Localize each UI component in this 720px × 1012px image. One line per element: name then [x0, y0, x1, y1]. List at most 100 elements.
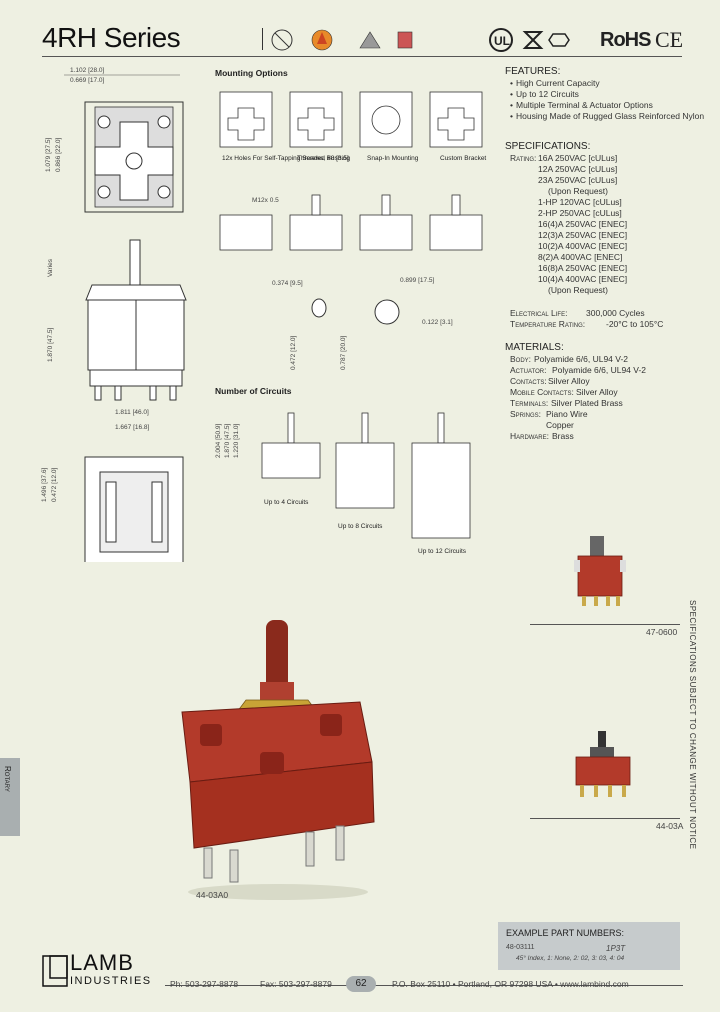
dim-shaft-d: 0.787 [20.0]: [340, 335, 347, 370]
material-value: Silver Alloy: [548, 376, 590, 386]
switch-dimension-drawings: 1.102 [28.0] 0.669 [17.0] 1.079 [27.5] 0…: [41, 67, 187, 562]
example-title: EXAMPLE PART NUMBERS:: [506, 928, 625, 938]
rating-value: 16(8)A 250VAC [ENEC]: [538, 263, 628, 273]
rating-value: 2-HP 250VAC [cULus]: [538, 208, 622, 218]
temp-label: Temperature Rating:: [510, 319, 586, 329]
rating-value: 10(4)A 400VAC [ENEC]: [538, 274, 628, 284]
rating-value: 16(4)A 250VAC [ENEC]: [538, 219, 628, 229]
feature-item: Multiple Terminal & Actuator Options: [510, 100, 710, 111]
footer-fax: Fax: 503-297-8879: [260, 979, 332, 989]
features-title: FEATURES:: [505, 66, 561, 77]
part-label-44-03A: 44-03A: [656, 821, 684, 831]
dim-side-width: 1.811 [46.0]: [115, 409, 149, 416]
rohs-mark: RoHS: [600, 29, 651, 51]
rating-value: 23A 250VAC [cULus]: [538, 175, 618, 185]
dim-circuits-b: 1.870 [47.5]: [224, 423, 231, 458]
example-description: 45° Index, 1: None, 2: 02, 3: 03, 4: 04: [516, 955, 625, 962]
mounting-options-drawings: 12x Holes For Self-Tapping Screws, #8 [3…: [219, 91, 486, 326]
shaft-vertical-dims: 0.472 [12.0] 0.787 [20.0]: [290, 335, 347, 370]
dim-shaft-c: 0.472 [12.0]: [290, 335, 297, 370]
dim-shaft-flat: 0.122 [3.1]: [422, 319, 453, 326]
material-label: Actuator:: [510, 365, 547, 375]
logo-industries-text: INDUSTRIES: [70, 975, 152, 987]
certification-logos: UL RoHS CE: [270, 24, 690, 54]
rotary-tab-label: Rotary: [3, 766, 12, 792]
material-label: Body:: [510, 354, 532, 364]
temp-value: -20°C to 105°C: [606, 319, 664, 329]
part-label-47-0600: 47-0600: [646, 627, 678, 637]
rating-label: Rating:: [510, 153, 537, 163]
rating-value: (Upon Request): [548, 285, 609, 295]
thread-label: M12x 0.5: [252, 197, 279, 204]
dim-top-height-inner: 0.866 [22.0]: [55, 137, 62, 172]
material-value: Silver Alloy: [576, 387, 618, 397]
caption-snap-in: Snap-In Mounting: [367, 155, 419, 162]
rating-value: 10(2)A 400VAC [ENEC]: [538, 241, 628, 251]
cert-icons: [271, 29, 413, 51]
feature-item: Up to 12 Circuits: [510, 89, 710, 100]
footer-phone: Ph: 503-297-8878: [170, 979, 239, 989]
material-value: Polyamide 6/6, UL94 V-2: [534, 354, 629, 364]
caption-8-circuits: Up to 8 Circuits: [338, 523, 383, 530]
circuits-drawings: 2.004 [50.9] 1.870 [47.5] 1.220 [31.0] U…: [215, 412, 471, 555]
header-separator: [262, 28, 263, 50]
material-label: Terminals:: [510, 398, 549, 408]
dim-side-height: 1.870 [47.5]: [47, 327, 54, 362]
dim-bottom-width: 1.667 [16.8]: [115, 424, 150, 431]
photo-44-03A: [575, 731, 631, 797]
logo-lamb-text: LAMB: [70, 950, 134, 975]
material-label: Contacts:: [510, 376, 547, 386]
photo-47-0600: [574, 536, 626, 606]
material-label: Springs:: [510, 409, 542, 419]
example-number: 48-03111: [506, 944, 535, 951]
material-label: Hardware:: [510, 431, 549, 441]
rating-value: 16A 250VAC [cULus]: [538, 153, 618, 163]
dim-circuits-c: 1.220 [31.0]: [233, 423, 240, 458]
caption-12-circuits: Up to 12 Circuits: [418, 548, 467, 555]
mounting-options-title: Mounting Options: [215, 68, 288, 78]
caption-threaded-bushing: Threaded Bushing: [297, 155, 351, 162]
feature-item: Housing Made of Rugged Glass Reinforced …: [510, 111, 710, 122]
dim-bottom-height: 1.496 [37.6]: [41, 467, 48, 502]
dim-shaft-b: 0.899 [17.5]: [400, 277, 435, 284]
rating-value: 12(3)A 250VAC [ENEC]: [538, 230, 628, 240]
example-code: 1P3T: [606, 944, 626, 953]
feature-item: High Current Capacity: [510, 78, 710, 89]
part-label-44-03A0: 44-03A0: [196, 890, 229, 900]
dim-shaft-a: 0.374 [9.5]: [272, 280, 303, 287]
rating-value: 12A 250VAC [cULus]: [538, 164, 618, 174]
series-title: 4RH Series: [42, 22, 181, 53]
material-value: Brass: [552, 431, 574, 441]
dim-circuits-a: 2.004 [50.9]: [215, 423, 222, 458]
rating-value: (Upon Request): [548, 186, 609, 196]
dim-side-varies: Varies: [47, 258, 54, 277]
features-list: High Current Capacity Up to 12 Circuits …: [510, 78, 710, 122]
caption-custom-bracket: Custom Bracket: [440, 155, 486, 162]
rating-value: 1-HP 120VAC [cULus]: [538, 197, 622, 207]
svg-text:UL: UL: [494, 34, 510, 48]
electrical-life-value: 300,000 Cycles: [586, 308, 645, 318]
rating-value: 8(2)A 400VAC [ENEC]: [538, 252, 623, 262]
photo-rule: [530, 818, 680, 819]
caption-4-circuits: Up to 4 Circuits: [264, 499, 309, 506]
material-value: Piano Wire: [546, 409, 588, 419]
materials-title: MATERIALS:: [505, 342, 564, 353]
caption-self-tapping: 12x Holes For Self-Tapping Screws, #8 [3…: [222, 155, 349, 162]
circuits-title: Number of Circuits: [215, 386, 292, 396]
material-value: Polyamide 6/6, UL94 V-2: [552, 365, 647, 375]
dim-top-inner: 0.669 [17.0]: [70, 77, 105, 84]
example-part-numbers-box: [498, 922, 680, 970]
dim-top-height: 1.079 [27.5]: [45, 137, 52, 172]
main-product-photo: [181, 620, 375, 900]
ce-mark: CE: [655, 27, 684, 52]
dim-bottom-inner: 0.472 [12.0]: [51, 467, 58, 502]
rotary-section-tab: Rotary: [0, 758, 20, 836]
dim-top-width: 1.102 [28.0]: [70, 67, 105, 74]
lamb-logo-mark: [42, 955, 68, 987]
material-label: Mobile Contacts:: [510, 387, 574, 397]
material-value: Silver Plated Brass: [551, 398, 623, 408]
photo-rule: [530, 624, 680, 625]
footer-address: P.O. Box 25110 • Portland, OR 97298 USA …: [392, 979, 629, 989]
header-rule: [42, 56, 682, 57]
